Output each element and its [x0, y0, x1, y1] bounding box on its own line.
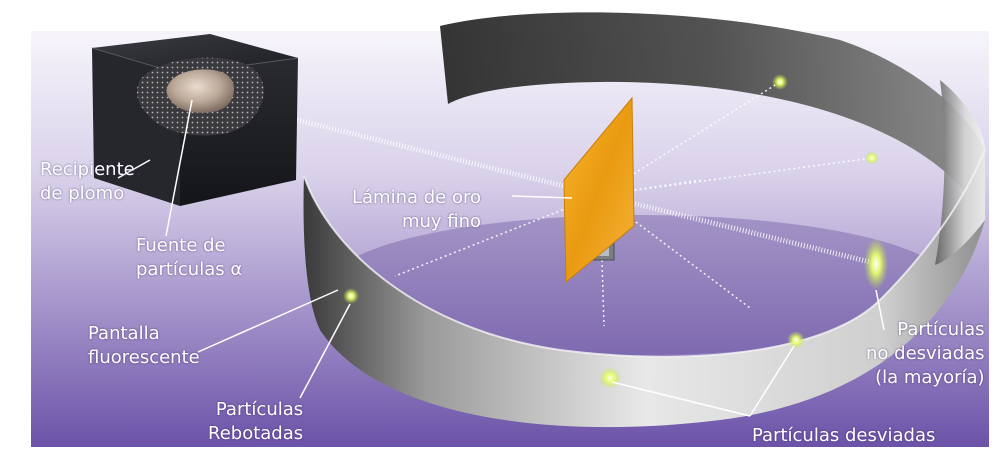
glow-spot: [787, 331, 805, 349]
lead-container: [91, 34, 299, 206]
glow-spot: [865, 151, 879, 165]
label-deflected-particles: Partículas desviadas: [752, 425, 936, 446]
alpha-beam-undeflected: [599, 192, 871, 265]
label-alpha-source: Fuente de partículas α: [136, 235, 243, 280]
label-fluorescent-screen: Pantalla fluorescente: [88, 323, 200, 368]
screen-rim: [303, 149, 986, 358]
label-bounced-particles: Partículas Rebotadas: [208, 399, 304, 444]
glow-spot: [772, 74, 788, 90]
gold-foil: [563, 96, 635, 284]
label-lead-container: Recipiente de plomo: [40, 159, 135, 204]
scintillation-glows: [343, 74, 888, 389]
label-undeflected-particles: Partículas no desviadas (la mayoría): [866, 319, 985, 388]
callout-lines: [117, 99, 885, 417]
radioactive-source: [166, 69, 235, 113]
label-gold-foil: Lámina de oro muy fino: [352, 187, 482, 232]
screen-back-wall: [440, 12, 985, 221]
glow-spot-main: [864, 238, 888, 290]
screen-front-wall: [303, 150, 986, 428]
alpha-beam-incoming: [264, 109, 601, 198]
gold-foil-assembly: [563, 96, 635, 284]
ring-floor: [330, 215, 950, 355]
glow-spot: [599, 367, 621, 389]
glow-spot: [343, 288, 359, 304]
